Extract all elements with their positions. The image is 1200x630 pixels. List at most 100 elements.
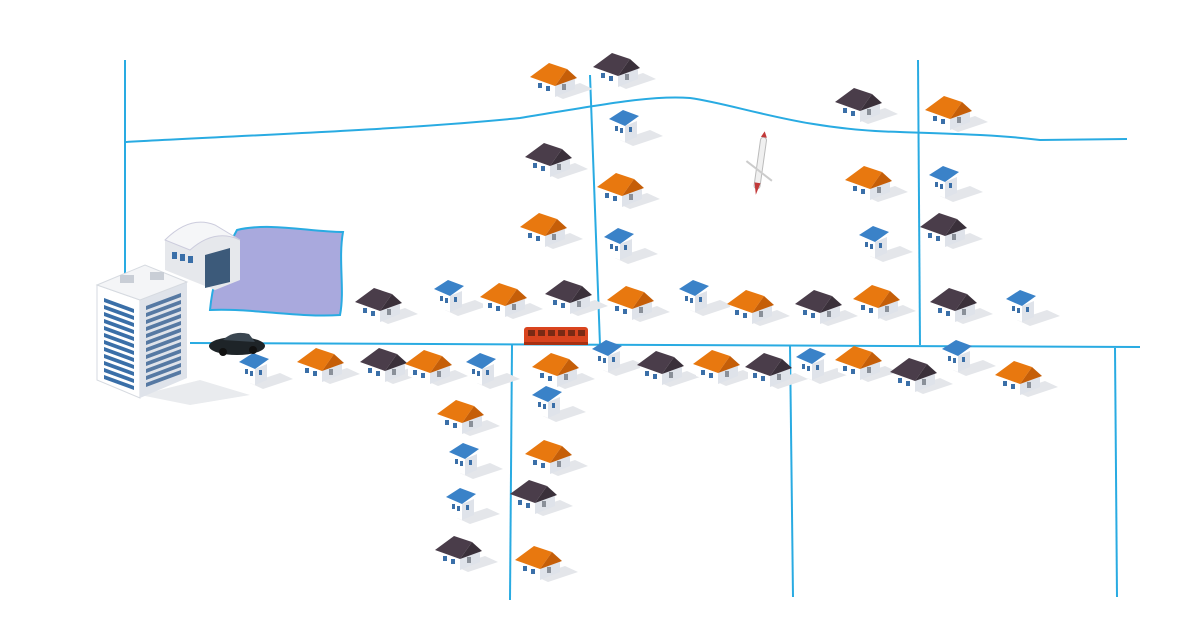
house-blue-roof [942,340,996,376]
house-shadow [713,370,756,386]
house-orange-roof [405,350,468,386]
house-blue-roof [1006,290,1060,326]
house-dark-roof [745,353,808,389]
house-shadow [545,163,588,179]
roof [942,340,972,356]
house-shadow [455,556,498,572]
roof [929,166,959,182]
road-network [124,59,1141,601]
house-blue-roof [532,386,586,422]
roof [920,213,957,236]
roof [239,353,269,369]
roof [995,361,1032,384]
roof [437,400,474,423]
house-orange-roof [297,348,360,384]
house-shadow [627,306,670,322]
house-shadow [953,360,996,376]
house-orange-roof [693,350,756,386]
roof [727,290,764,313]
road-1 [124,96,1128,143]
house-blue-roof [434,280,488,316]
bus-window [528,330,535,336]
roof [466,353,496,369]
roof [532,386,562,402]
house-shadow [603,360,646,376]
house-blue-roof [592,340,646,376]
house-shadow [375,308,418,324]
roof [890,358,927,381]
house-shadow [940,233,983,249]
roof [604,228,634,244]
roof [1006,290,1036,306]
house-shadow [747,310,790,326]
roof [405,350,442,373]
house-shadow [445,300,488,316]
roof [532,353,569,376]
bus-window [548,330,555,336]
tower-shadow [140,380,250,405]
house-dark-roof [930,288,993,324]
roof [597,173,634,196]
house-shadow [460,463,503,479]
roof [297,348,334,371]
house-shadow [690,300,733,316]
house-shadow [815,310,858,326]
house-shadow [477,373,520,389]
roof [607,286,644,309]
house-shadow [552,373,595,389]
roof [637,351,674,374]
lake-shape [208,225,345,317]
office-tower [95,264,250,405]
bus-window [538,330,545,336]
house-shadow [317,368,360,384]
roof [515,546,552,569]
roof [693,350,730,373]
house-blue-roof [466,353,520,389]
car-wheel [249,346,257,354]
house-orange-roof [853,285,916,321]
house-orange-roof [530,63,593,99]
bus-window [568,330,575,336]
house-shadow [657,371,700,387]
house-shadow [940,186,983,202]
roof [530,63,567,86]
roof [745,353,782,376]
roof [679,280,709,296]
house-shadow [535,566,578,582]
roof [449,443,479,459]
house-shadow [620,130,663,146]
house-shadow [855,108,898,124]
house-shadow [1015,381,1058,397]
house-shadow [540,233,583,249]
house-shadow [550,83,593,99]
house-orange-roof [845,166,908,202]
house-blue-roof [449,443,503,479]
missile-tail [754,182,761,195]
roof [520,213,557,236]
house-shadow [565,300,608,316]
roof [592,340,622,356]
road-6 [789,344,794,598]
vehicles-layer [209,131,773,356]
roof [510,480,547,503]
bus-window [578,330,585,336]
roof [545,280,582,303]
hangar [164,221,241,290]
house-blue-roof [609,110,663,146]
house-shadow [425,370,468,386]
lake[interactable] [208,225,345,317]
missile-wings [745,160,773,182]
house-dark-roof [545,280,608,316]
house-shadow [500,303,543,319]
house-shadow [945,116,988,132]
house-shadow [615,248,658,264]
roof [853,285,890,308]
roof [434,280,464,296]
buildings-layer [95,53,1060,582]
roof [859,226,889,242]
house-shadow [1017,310,1060,326]
house-dark-roof [835,88,898,124]
house-shadow [457,508,500,524]
